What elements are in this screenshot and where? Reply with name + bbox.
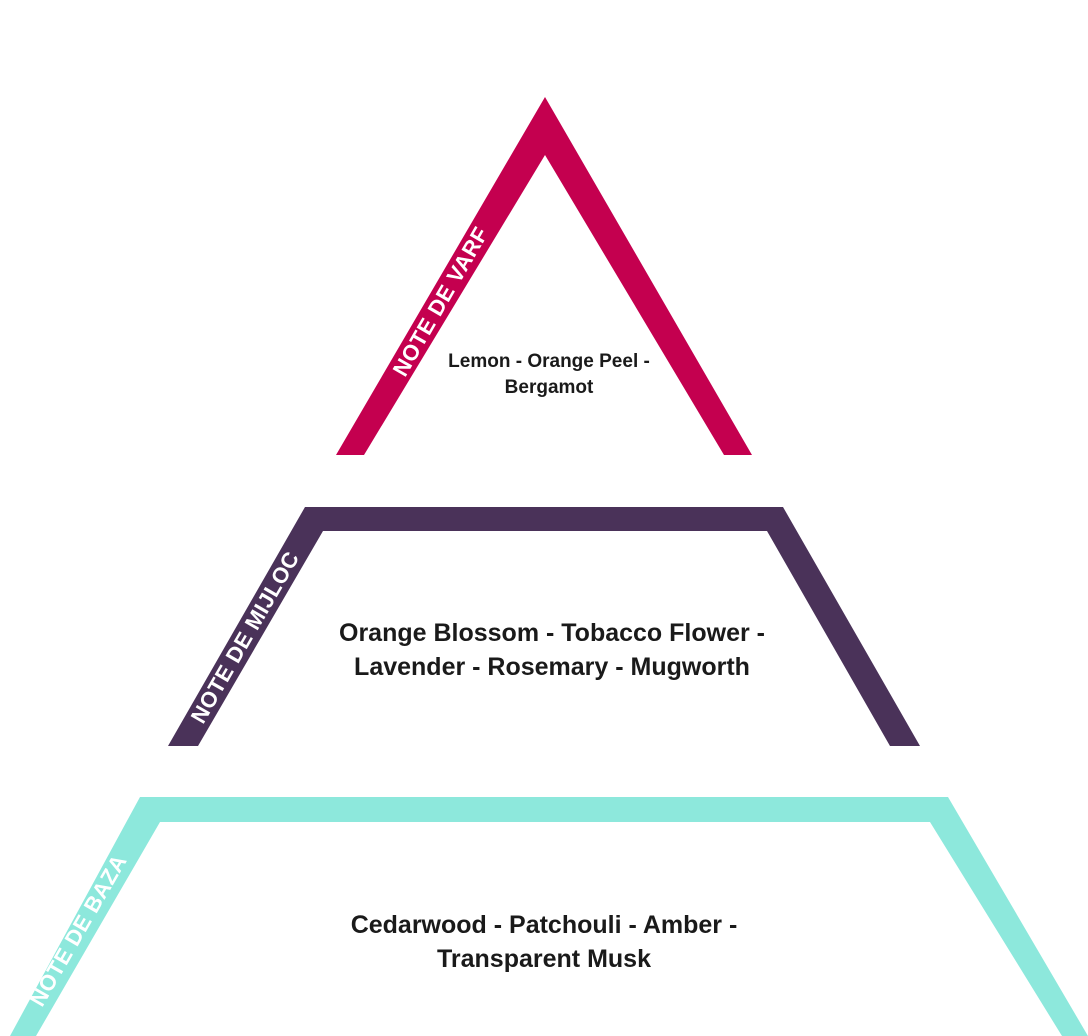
top-tier-frame (336, 97, 752, 455)
top-tier-notes-line1: Lemon - Orange Peel - (448, 351, 650, 372)
base-tier: NOTE DE BAZA Cedarwood - Patchouli - Amb… (10, 797, 1088, 1036)
middle-tier-label: NOTE DE MIJLOC (186, 547, 305, 728)
middle-tier-notes-line1: Orange Blossom - Tobacco Flower - (339, 619, 765, 647)
middle-tier-notes-line2: Lavender - Rosemary - Mugworth (354, 653, 750, 681)
top-tier-notes-line2: Bergamot (505, 377, 594, 398)
base-tier-notes-line2: Transparent Musk (437, 945, 651, 973)
base-tier-notes-line1: Cedarwood - Patchouli - Amber - (351, 911, 738, 939)
top-tier: NOTE DE VARF Lemon - Orange Peel - Berga… (336, 97, 752, 455)
middle-tier: NOTE DE MIJLOC Orange Blossom - Tobacco … (168, 507, 920, 746)
base-tier-label: NOTE DE BAZA (25, 850, 132, 1011)
